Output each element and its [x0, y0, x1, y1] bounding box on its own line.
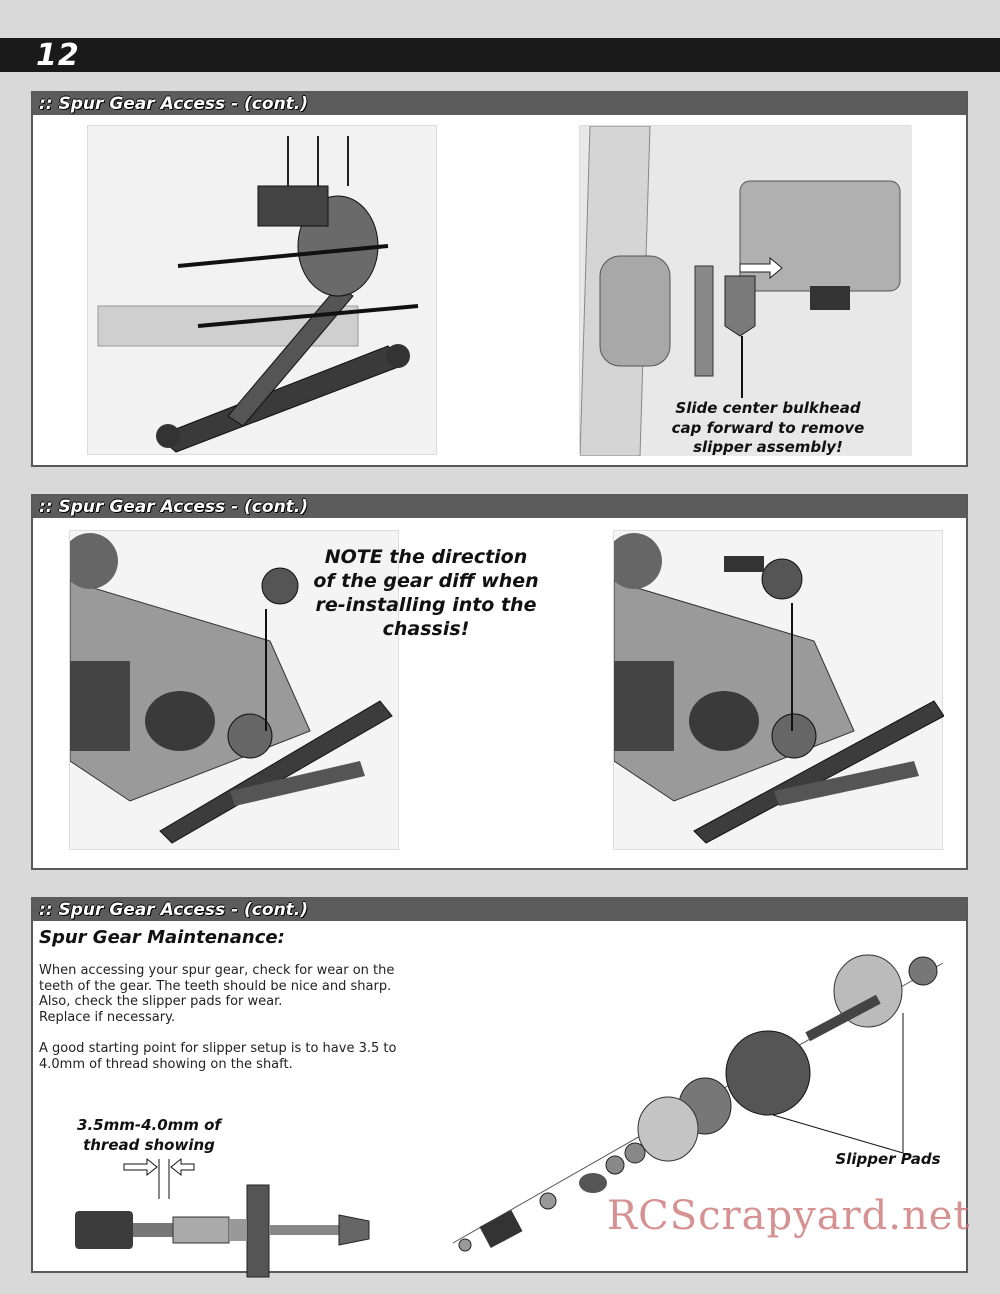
slipper-shaft-thread-drawing [75, 1157, 370, 1278]
section-title: :: Spur Gear Access - (cont.) [39, 497, 309, 517]
center-bulkhead-illustration [579, 125, 912, 456]
watermark: RCScrapyard.net [607, 1193, 971, 1239]
maintenance-paragraph-1: When accessing your spur gear, check for… [39, 963, 395, 1025]
section-spur-gear-access-1: :: Spur Gear Access - (cont.) [31, 91, 968, 467]
rear-suspension-drawing [97, 136, 419, 453]
section-spur-gear-access-2: :: Spur Gear Access - (cont.) NOTE the d… [31, 494, 968, 870]
thread-length-label: 3.5mm-4.0mm of thread showing [77, 1116, 221, 1154]
spur-gear-maintenance-title: Spur Gear Maintenance: [39, 927, 285, 948]
gear-diff-removed-illustration [69, 530, 399, 850]
section-header: :: Spur Gear Access - (cont.) [33, 496, 966, 518]
section-title: :: Spur Gear Access - (cont.) [39, 900, 309, 920]
slipper-exploded-drawing [452, 954, 944, 1252]
section-title: :: Spur Gear Access - (cont.) [39, 94, 309, 114]
gear-diff-note: NOTE the direction of the gear diff when… [313, 546, 539, 640]
section-spur-gear-access-3: :: Spur Gear Access - (cont.) Spur Gear … [31, 897, 971, 1278]
chassis-drawing-right [614, 533, 944, 844]
page-number: 12 [36, 38, 80, 73]
chassis-drawing-left [70, 533, 393, 844]
slide-bulkhead-callout: Slide center bulkhead cap forward to rem… [671, 399, 865, 456]
maintenance-paragraph-2: A good starting point for slipper setup … [39, 1041, 397, 1072]
exploded-rear-suspension-illustration [87, 125, 437, 455]
section-header: :: Spur Gear Access - (cont.) [33, 93, 966, 115]
page-header-bar [0, 38, 1000, 72]
slipper-pads-label: Slipper Pads [835, 1150, 941, 1168]
section-header: :: Spur Gear Access - (cont.) [33, 899, 966, 921]
gear-diff-reinstall-illustration [613, 530, 944, 850]
center-bulkhead-drawing [580, 126, 912, 456]
